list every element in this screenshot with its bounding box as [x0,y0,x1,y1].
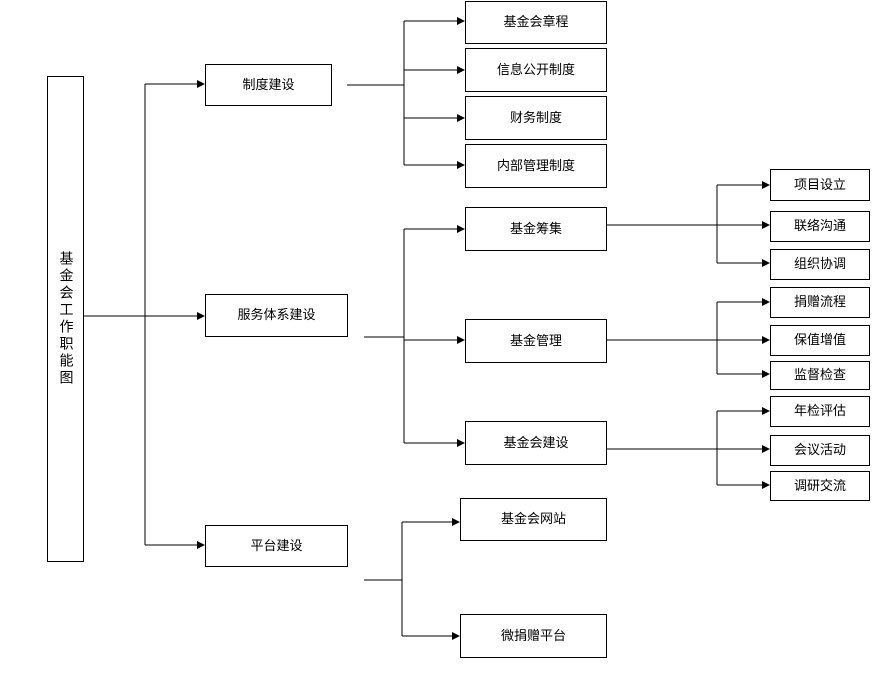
node-label: 保值增值 [793,333,846,348]
node-label: 信息公开制度 [496,62,575,78]
node-platform-building: 平台建设 [205,525,348,567]
node-label: 调研交流 [793,478,846,494]
node-internal-management: 内部管理制度 [465,144,607,188]
node-liaison: 联络沟通 [770,211,870,242]
node-label: 基金管理 [509,333,562,349]
node-donation-process: 捐赠流程 [770,287,870,318]
node-label: 基金会建设 [503,435,569,451]
node-label: 服务体系建设 [237,308,316,323]
node-label: 会议活动 [793,443,846,458]
root-label: 基金会工作职能图 [57,251,74,387]
node-foundation-website: 基金会网站 [460,498,607,541]
node-project-setup: 项目设立 [770,169,870,201]
node-label: 基金会网站 [500,512,566,527]
node-foundation-charter: 基金会章程 [465,1,607,44]
node-service-system-building: 服务体系建设 [205,294,348,337]
node-finance-system: 财务制度 [465,96,607,140]
node-label: 微捐赠平台 [500,628,566,644]
root-node: 基金会工作职能图 [47,76,84,562]
node-label: 制度建设 [242,77,295,93]
node-fundraising: 基金筹集 [465,207,607,251]
node-label: 联络沟通 [793,219,846,234]
node-label: 监督检查 [793,368,846,383]
node-label: 财务制度 [509,110,562,126]
node-research-exchange: 调研交流 [770,471,870,501]
node-label: 平台建设 [250,538,303,554]
node-supervision: 监督检查 [770,361,870,390]
node-system-building: 制度建设 [205,64,332,106]
node-label: 内部管理制度 [496,158,575,174]
node-coordination: 组织协调 [770,249,870,280]
node-fund-management: 基金管理 [465,319,607,363]
node-info-disclosure: 信息公开制度 [465,48,607,92]
node-label: 捐赠流程 [793,295,846,310]
node-label: 组织协调 [793,257,846,272]
node-micro-donation-platform: 微捐赠平台 [460,614,607,658]
node-label: 项目设立 [793,177,846,193]
node-annual-inspection: 年检评估 [770,396,870,427]
node-label: 基金会章程 [503,15,569,30]
node-value-preservation: 保值增值 [770,325,870,356]
node-foundation-construction: 基金会建设 [465,421,607,465]
node-label: 基金筹集 [509,221,562,237]
node-meeting-activities: 会议活动 [770,435,870,466]
node-label: 年检评估 [793,404,846,419]
